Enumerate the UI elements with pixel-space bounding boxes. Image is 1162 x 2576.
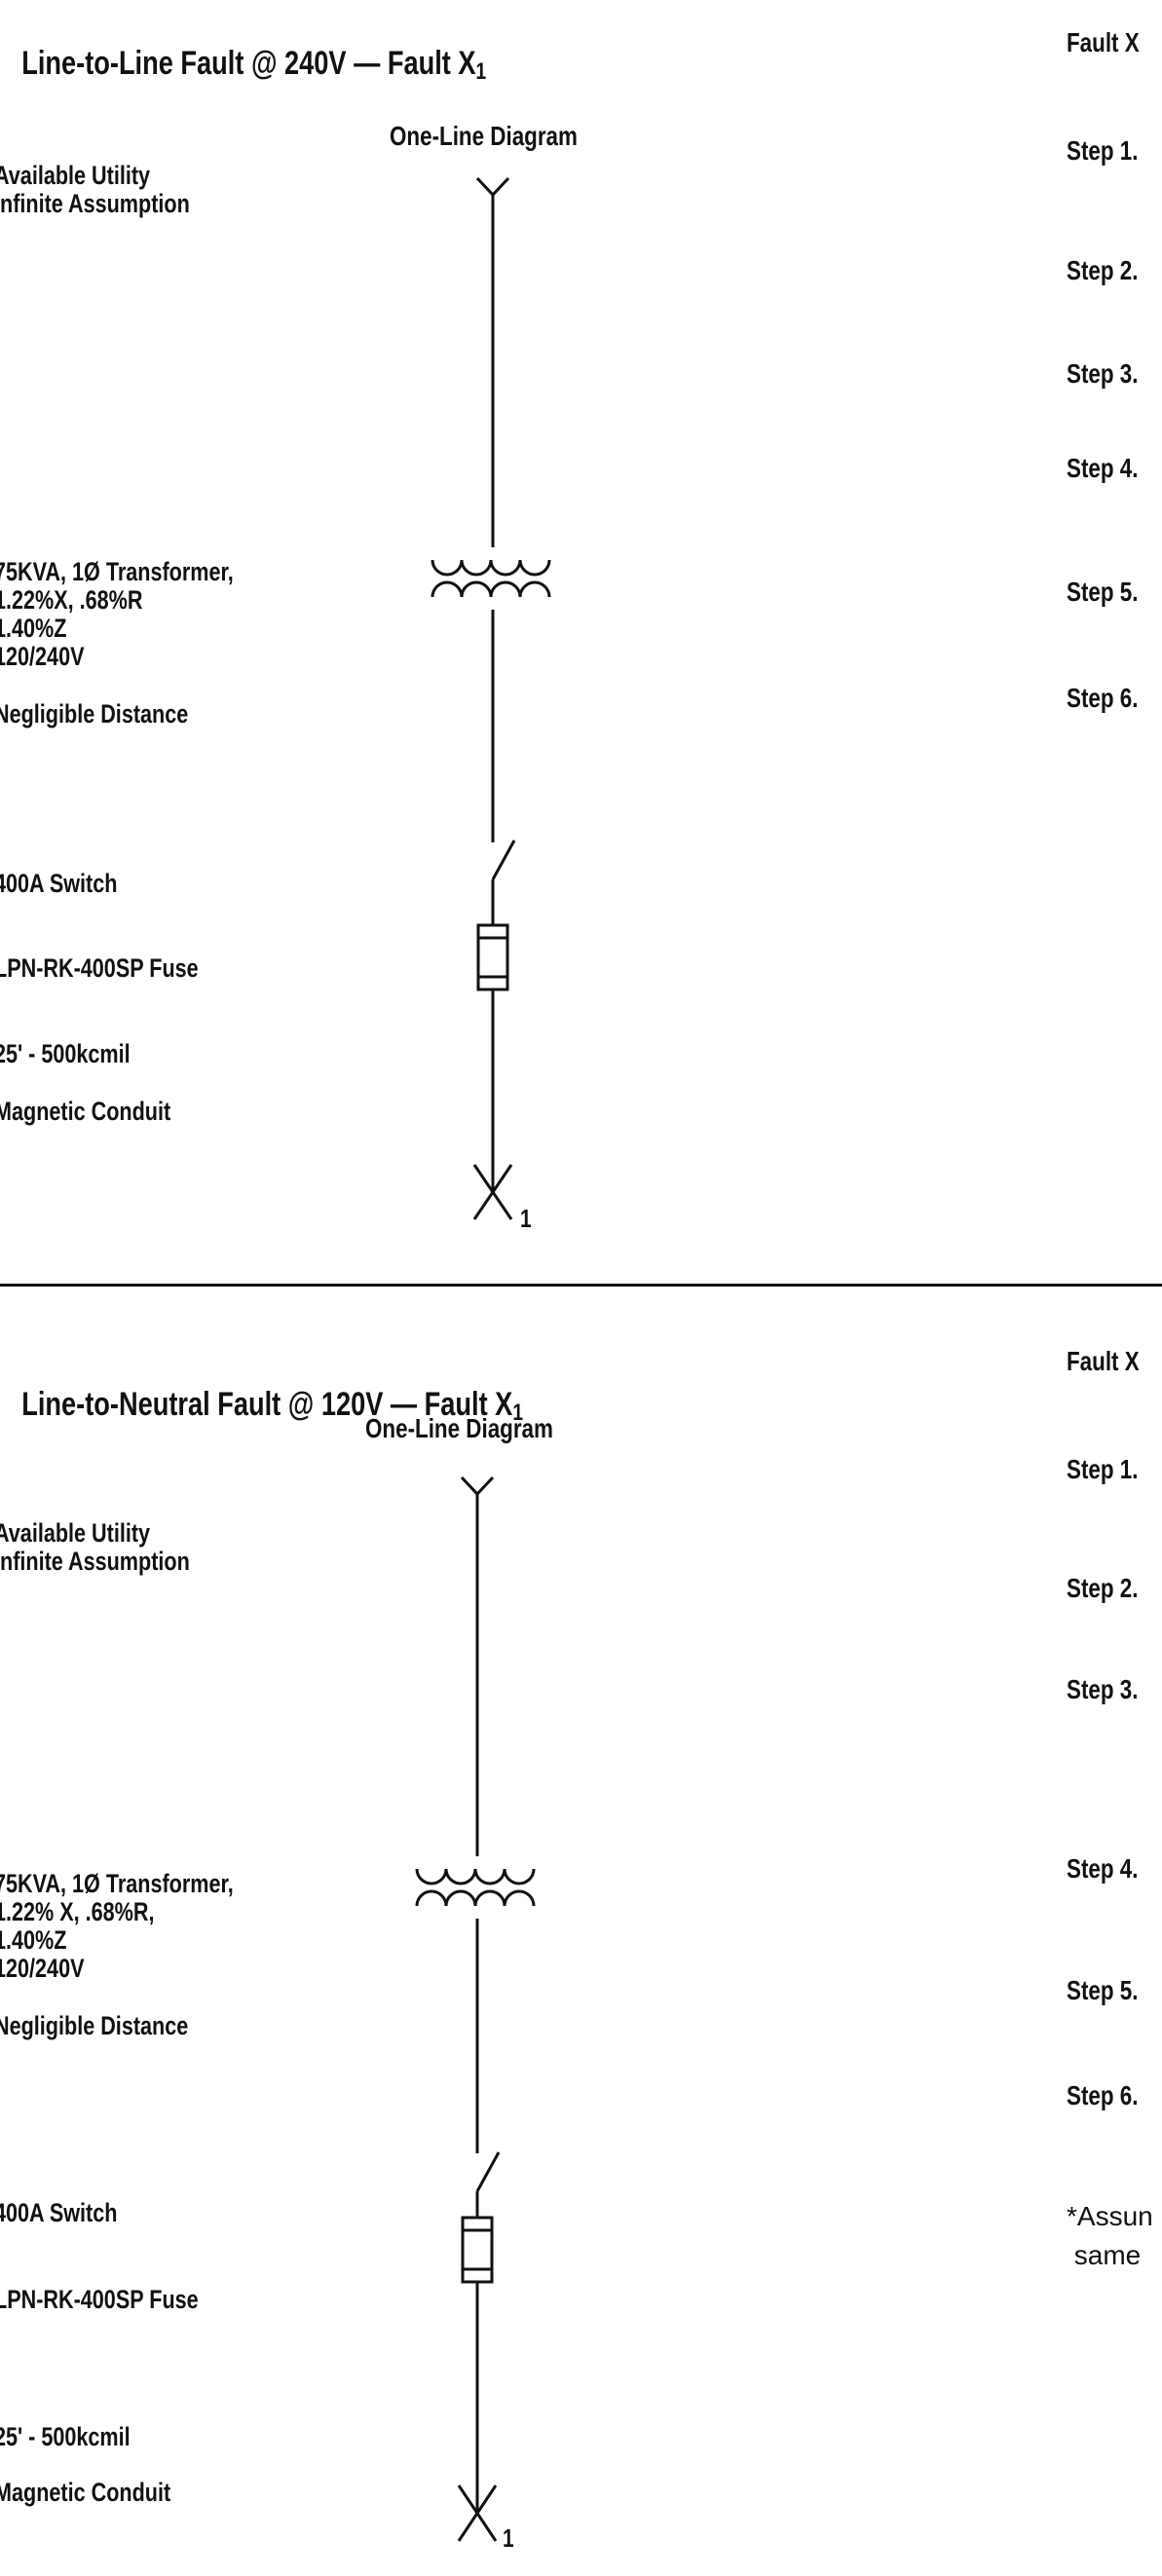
distance-label: Negligible Distance (0, 699, 189, 728)
step-2-label: Step 2. (1067, 1573, 1139, 1603)
fuse-label: LPN-RK-400SP Fuse (0, 953, 199, 983)
switch-blade-symbol (475, 2151, 501, 2192)
fault-marker-subscript: 1 (503, 2523, 514, 2553)
utility-source-symbol (475, 176, 510, 198)
conduit-label: Magnetic Conduit (0, 1097, 171, 1126)
fault-marker-stroke-b (457, 2484, 498, 2542)
step-1-label: Step 1. (1067, 1454, 1139, 1484)
section-title-text: Line-to-Line Fault @ 240V — Fault X (21, 45, 476, 82)
fault-marker-subscript: 1 (520, 1204, 532, 1233)
fault-heading: Fault X (1067, 27, 1140, 57)
conduit-label: Magnetic Conduit (0, 2478, 171, 2507)
fuse-label: LPN-RK-400SP Fuse (0, 2285, 199, 2314)
transformer-secondary-winding (415, 1889, 536, 1907)
step-6-label: Step 6. (1067, 2080, 1139, 2110)
fuse-symbol (476, 923, 509, 991)
step-3-label: Step 3. (1067, 358, 1139, 389)
transformer-secondary-winding (431, 580, 551, 598)
step-4-label: Step 4. (1067, 1853, 1139, 1884)
step-4-label: Step 4. (1067, 453, 1139, 483)
step-6-label: Step 6. (1067, 683, 1139, 713)
transformer-label: 75KVA, 1Ø Transformer, 1.22% X, .68%R, 1… (0, 1869, 234, 1983)
conductor-label: 25' - 500kcmil (0, 2422, 131, 2451)
assumption-note: *Assun same (1067, 2201, 1153, 2270)
step-5-label: Step 5. (1067, 1975, 1139, 2005)
diagram-label: One-Line Diagram (390, 121, 578, 151)
step-1-label: Step 1. (1067, 135, 1139, 166)
one-line-diagram (415, 1475, 536, 2542)
utility-source-symbol (460, 1475, 495, 1497)
step-5-label: Step 5. (1067, 577, 1139, 607)
line-to-neutral-fault-section: Line-to-Neutral Fault @ 120V — Fault X1 … (0, 1288, 1162, 2576)
transformer-primary-winding (431, 559, 551, 577)
section-title-subscript: 1 (512, 1400, 524, 1426)
section-divider (0, 1284, 1162, 1287)
step-3-label: Step 3. (1067, 1674, 1139, 1704)
fault-marker-stroke-b (472, 1164, 513, 1220)
utility-label: Available Utility Infinite Assumption (0, 161, 190, 218)
section-title: Line-to-Neutral Fault @ 120V — Fault X1 (0, 1355, 523, 1458)
conductor-label: 25' - 500kcmil (0, 1039, 131, 1068)
transformer-label: 75KVA, 1Ø Transformer, 1.22%X, .68%R 1.4… (0, 557, 234, 671)
step-2-label: Step 2. (1067, 255, 1139, 285)
section-title-text: Line-to-Neutral Fault @ 120V — Fault X (21, 1386, 513, 1423)
switch-label: 400A Switch (0, 2198, 118, 2227)
utility-label: Available Utility Infinite Assumption (0, 1518, 190, 1576)
line-to-line-fault-section: Line-to-Line Fault @ 240V — Fault X1 One… (0, 0, 1162, 1284)
switch-blade-symbol (491, 840, 516, 880)
switch-label: 400A Switch (0, 869, 118, 898)
diagram-label: One-Line Diagram (365, 1413, 553, 1443)
one-line-diagram (431, 176, 551, 1220)
distance-label: Negligible Distance (0, 2011, 189, 2040)
fuse-symbol (461, 2216, 494, 2284)
section-title-subscript: 1 (475, 58, 487, 85)
section-title: Line-to-Line Fault @ 240V — Fault X1 (0, 14, 486, 117)
fault-heading: Fault X (1067, 1346, 1140, 1376)
transformer-primary-winding (415, 1868, 536, 1885)
